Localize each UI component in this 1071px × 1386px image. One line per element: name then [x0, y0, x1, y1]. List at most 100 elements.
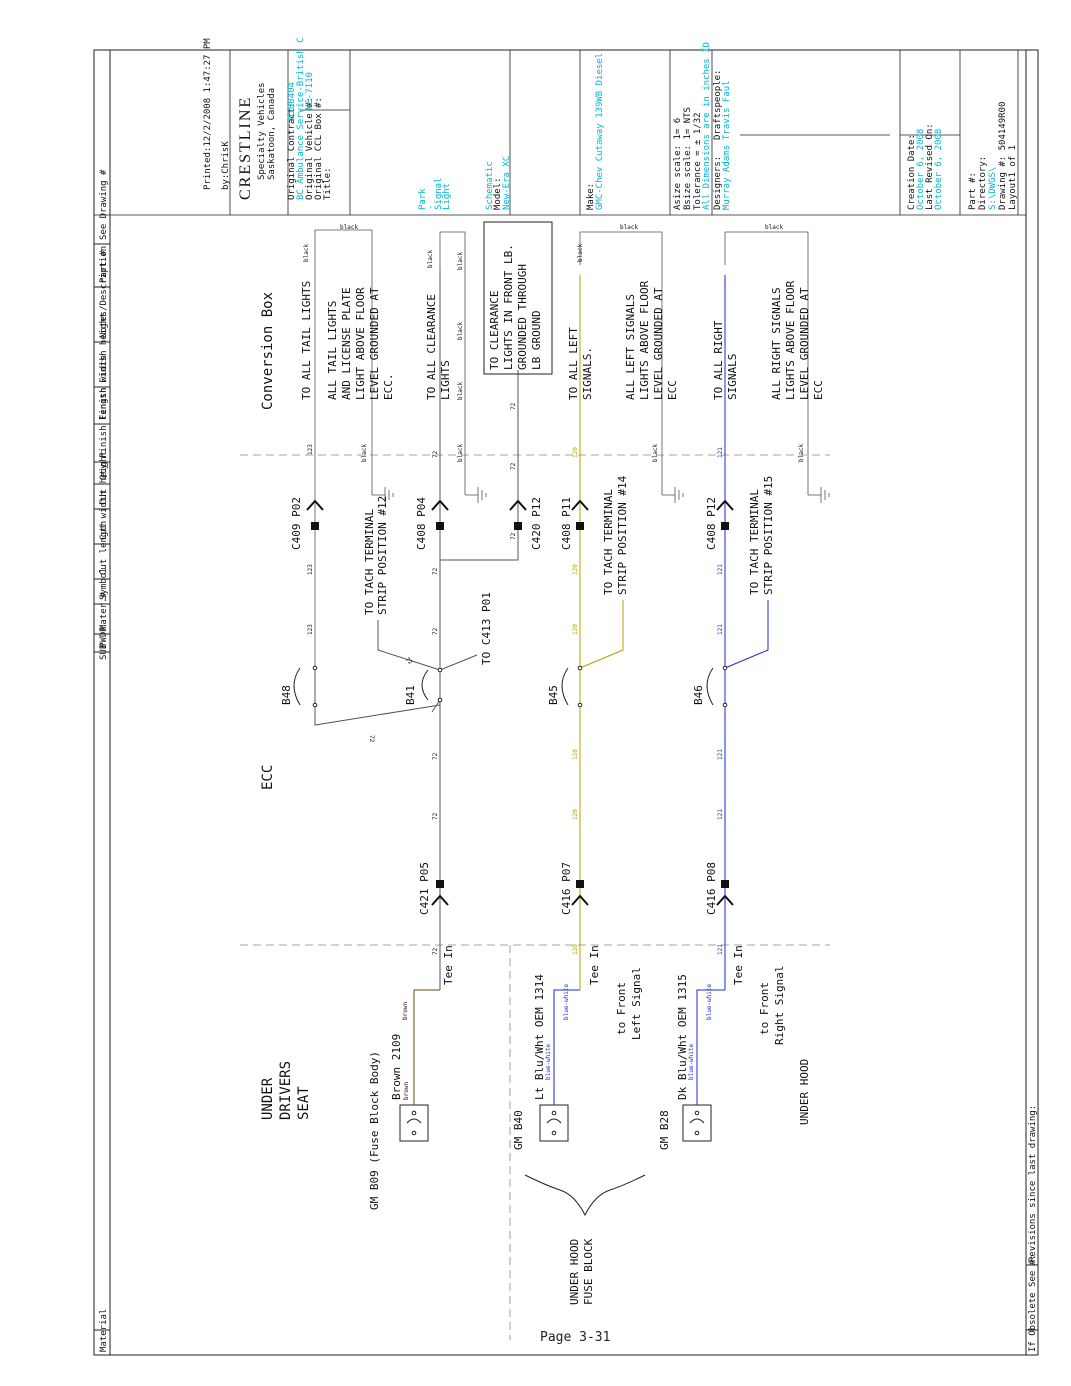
left-desc-3: LEVEL GROUNDED AT — [652, 287, 665, 400]
tach12-line2: STRIP POSITION #12 — [376, 496, 389, 615]
asize-scale: Asize scale: 1= 6 — [673, 118, 683, 210]
tolerance-note: All Dimensions are in inches ID — [702, 42, 712, 210]
right-to-2: SIGNALS — [726, 354, 739, 400]
w123-b: 123 — [307, 564, 314, 575]
w72-f: 72 — [432, 450, 439, 458]
connector-c416-p07: C416 P07 — [560, 862, 589, 915]
draftspeople-label: Draftspeople: — [713, 70, 723, 140]
black-b: black — [303, 244, 310, 262]
tail-desc-1: ALL TAIL LIGHTS — [326, 301, 339, 400]
right-desc-4: ECC — [812, 380, 825, 400]
w72-b: 72 — [432, 752, 439, 760]
left-signal-label: Left Signal — [630, 967, 643, 1040]
creation-date-label: Creation Date: — [907, 134, 917, 210]
tolerance: Tolerance = ± 1/32 — [693, 112, 703, 210]
tee-in-72: Tee In — [442, 945, 455, 985]
bom-col-6: Cut height — [99, 451, 109, 505]
w120-f: 120 — [572, 944, 579, 955]
wire-72 — [314, 270, 519, 990]
c409-label: C409 P02 — [290, 497, 303, 550]
bom-col-4: Cut length — [99, 521, 109, 575]
orig-ccl-box: Original CCL Box #: — [314, 97, 324, 200]
title-block: Printed:12/2/2008 1:47:27 PM by:ChrisK C… — [94, 37, 1026, 216]
orig-vehicle-value: NE-7110 — [305, 72, 315, 110]
zone-conversion-box: Conversion Box — [260, 292, 276, 410]
tee-in-120: Tee In — [588, 945, 601, 985]
zone-fuse-block-2: FUSE BLOCK — [582, 1238, 595, 1305]
b28-blue-white-1: blue-white — [688, 1043, 695, 1080]
wire-121 — [724, 275, 769, 990]
tach14-line2: STRIP POSITION #14 — [616, 475, 629, 595]
tach15-line1: TO TACH TERMINAL — [748, 489, 761, 595]
title-dash: - — [426, 205, 436, 210]
left-desc-1: ALL LEFT SIGNALS — [624, 294, 637, 400]
designers-label: Designers: — [713, 156, 723, 210]
w123-a: 123 — [307, 444, 314, 455]
b09-label: GM B09 (Fuse Block Body) — [368, 1051, 381, 1210]
bom-col-8: Finish length — [99, 388, 109, 458]
black-wire-labels: black black black black black black blac… — [303, 224, 805, 462]
w123-c: 123 — [307, 624, 314, 635]
breaker-b45: B45 — [547, 665, 583, 708]
right-signal-label: Right Signal — [773, 966, 786, 1045]
zone-labels: Conversion Box ECC UNDER DRIVERS SEAT UN… — [260, 292, 811, 1305]
tail-desc-2: AND LICENSE PLATE — [340, 287, 353, 400]
black-c: black — [361, 444, 368, 462]
fuse-source-b40: GM B40 Lt Blu/Wht OEM 1314 blue-white bl… — [512, 974, 580, 1150]
wire-number-labels: 72 72 72 72 72 72 72 72 72 72 72 123 123… — [307, 402, 724, 955]
w120-e: 120 — [572, 809, 579, 820]
clear-box-3: GROUNDED THROUGH — [516, 264, 529, 370]
page-number: Page 3-31 — [540, 1330, 611, 1345]
revisions-label: Revisions since last drawing: — [1028, 1105, 1038, 1262]
b48-label: B48 — [280, 685, 293, 705]
bom-col-3: Symbol — [99, 567, 109, 600]
connector-c408-p12: C408 P12 — [705, 497, 734, 550]
clear-box-4: LB GROUND — [530, 310, 543, 370]
title-light: Light — [442, 183, 452, 210]
breaker-b48: B48 — [280, 665, 318, 708]
right-desc-2: LIGHTS ABOVE FLOOR — [784, 280, 797, 400]
bom-col-2: Mater.# — [99, 591, 109, 630]
b45-label: B45 — [547, 685, 560, 705]
draftspeople-value: Travis Faul — [722, 80, 732, 140]
designers-value: Murray Adams — [722, 145, 732, 210]
bom-col-12: Part # — [99, 250, 109, 283]
crestline-logo: CRESTLINE — [237, 96, 254, 200]
schematic-label: Schematic — [485, 161, 495, 210]
b09-wire-label: Brown 2109 — [390, 1034, 403, 1100]
w72-d: 72 — [432, 627, 439, 635]
black-l: black — [765, 224, 783, 231]
fuse-source-b28: GM B28 Dk Blu/Wht OEM 1315 blue-white bl… — [658, 974, 725, 1150]
w72-g: 72 — [510, 402, 517, 410]
printed-date: Printed:12/2/2008 1:47:27 PM — [203, 38, 213, 190]
bom-material: Material — [99, 1309, 109, 1352]
wire-120 — [579, 275, 624, 990]
brown-label-2: brown — [402, 1002, 409, 1020]
title-park: Park — [418, 188, 428, 210]
tach14-line1: TO TACH TERMINAL — [602, 489, 615, 595]
footer: If Obsolete See #: Revisions since last … — [1026, 1105, 1038, 1352]
right-desc-1: ALL RIGHT SIGNALS — [770, 287, 783, 400]
w121-a: 121 — [717, 447, 724, 458]
make-value: GMC-Chev Cutaway 139WB Diesel — [595, 53, 605, 210]
model-value: New-Era XC — [502, 156, 512, 210]
c408-p04-label: C408 P04 — [415, 497, 428, 550]
zone-under-seat-3: SEAT — [296, 1086, 312, 1120]
c421-label: C421 P05 — [418, 862, 431, 915]
company-sub2: Saskatoon, Canada — [267, 88, 277, 180]
connector-c420: C420 P12 — [509, 497, 543, 550]
tail-desc-3: LIGHT ABOVE FLOOR — [354, 287, 367, 400]
bom-col-1: PWDR — [99, 626, 109, 648]
to-front-right: to Front — [758, 982, 771, 1035]
black-i: black — [620, 224, 638, 231]
c416-p08-label: C416 P08 — [705, 862, 718, 915]
bom-col-11: Notes/Description — [99, 246, 109, 338]
b40-wire-label: Lt Blu/Wht OEM 1314 — [533, 974, 546, 1100]
fuse-block-brace — [524, 1174, 646, 1217]
black-d: black — [427, 250, 434, 268]
company-sub1: Specialty Vehicles — [257, 82, 267, 180]
left-desc-4: ECC — [666, 380, 679, 400]
clear-to-1: TO ALL CLEARANCE — [425, 294, 438, 400]
to-front-left: to Front — [615, 982, 628, 1035]
b40-blue-white-2: blue-white — [563, 983, 570, 1020]
